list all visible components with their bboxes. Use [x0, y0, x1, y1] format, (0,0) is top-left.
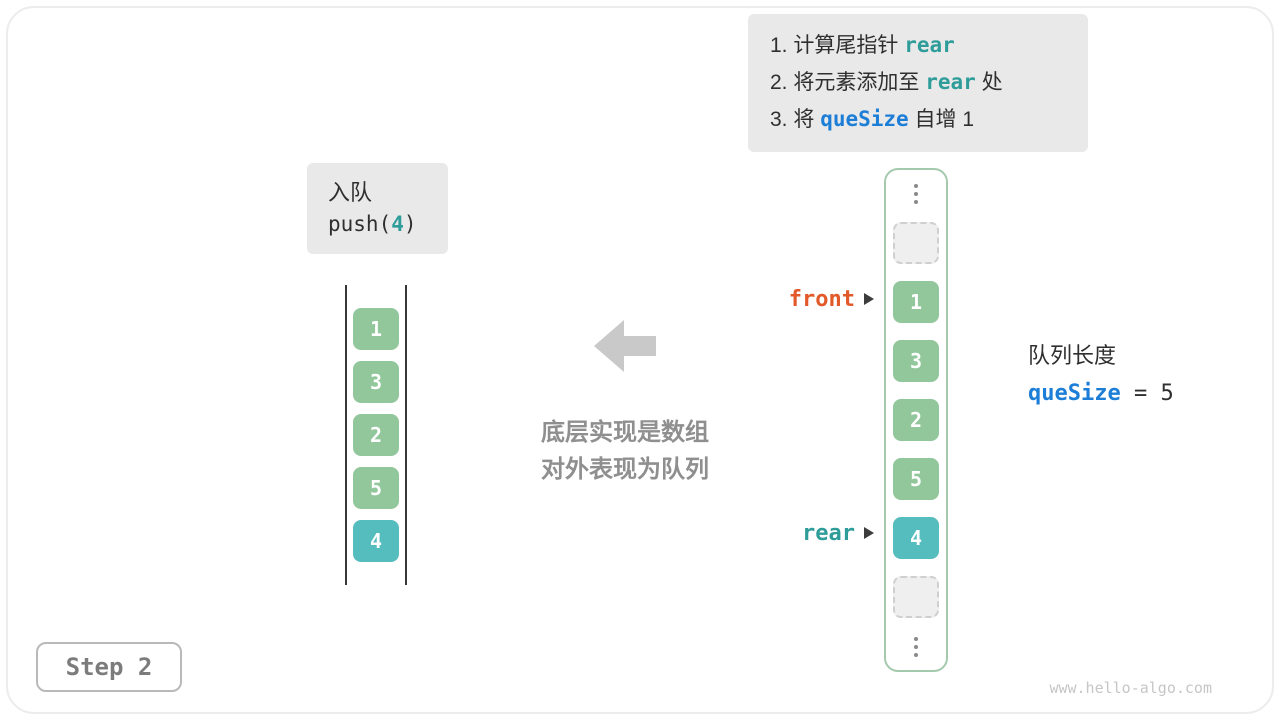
caption-line-2: 对外表现为队列 [541, 456, 709, 483]
caption-line-1: 底层实现是数组 [541, 419, 709, 446]
operation-code: push(4) [328, 208, 448, 240]
instruction-line: 1. 计算尾指针 rear [770, 27, 1088, 64]
ellipsis-bottom-icon [914, 635, 918, 658]
dot [914, 636, 918, 641]
operation-title: 入队 [328, 180, 373, 205]
instruction-line: 2. 将元素添加至 rear 处 [770, 64, 1088, 101]
queue-item: 1 [353, 308, 399, 350]
rear-pointer-label: rear [718, 516, 874, 550]
queue-item-new: 4 [353, 520, 399, 562]
instruction-text: 3. 将 [770, 108, 821, 131]
array-empty-cell [893, 222, 939, 264]
queue-length-label: 队列长度 [1028, 343, 1117, 368]
left-arrow-icon [594, 320, 656, 372]
code-token-quesize: queSize [820, 107, 909, 131]
array-visual: 1 3 2 5 4 [884, 168, 948, 672]
array-cell-rear: 4 [893, 517, 939, 559]
code-token-rear: rear [904, 33, 955, 57]
code-arg: 4 [391, 212, 404, 236]
operation-box: 入队 push(4) [307, 163, 448, 254]
rear-pointer-text: rear [802, 520, 855, 546]
queue-length-value: queSize = 5 [1028, 378, 1174, 410]
ellipsis-top-icon [914, 182, 918, 205]
array-cell: 3 [893, 340, 939, 382]
dot [914, 644, 918, 649]
instruction-line: 3. 将 queSize 自增 1 [770, 101, 1088, 138]
array-cell: 2 [893, 399, 939, 441]
queue-item: 5 [353, 467, 399, 509]
code-text: push( [328, 212, 392, 236]
array-cell-front: 1 [893, 281, 939, 323]
code-token-quesize: queSize [1028, 381, 1121, 406]
instruction-text: 2. 将元素添加至 [770, 71, 926, 94]
step-badge-label: Step 2 [65, 653, 153, 681]
dot [914, 183, 918, 188]
dot [914, 199, 918, 204]
instruction-text: 自增 1 [908, 108, 975, 131]
queue-length-eq: = 5 [1120, 381, 1174, 406]
pointer-arrow-icon [864, 527, 874, 539]
queue-item: 3 [353, 361, 399, 403]
dot [914, 191, 918, 196]
dot [914, 652, 918, 657]
instruction-text: 1. 计算尾指针 [770, 34, 905, 57]
code-text: ) [403, 212, 417, 236]
watermark: www.hello-algo.com [1049, 679, 1212, 697]
instruction-box: 1. 计算尾指针 rear 2. 将元素添加至 rear 处 3. 将 queS… [748, 14, 1088, 152]
pointer-arrow-icon [864, 293, 874, 305]
code-token-rear: rear [925, 70, 976, 94]
front-pointer-text: front [788, 286, 855, 312]
center-caption: 底层实现是数组 对外表现为队列 [505, 414, 745, 488]
step-badge: Step 2 [36, 642, 182, 692]
array-cell: 5 [893, 458, 939, 500]
queue-length-block: 队列长度 queSize = 5 [1028, 340, 1174, 410]
queue-item: 2 [353, 414, 399, 456]
front-pointer-label: front [718, 282, 874, 316]
instruction-text: 处 [975, 71, 1003, 94]
array-empty-cell [893, 576, 939, 618]
queue-visual: 1 3 2 5 4 [345, 285, 407, 585]
